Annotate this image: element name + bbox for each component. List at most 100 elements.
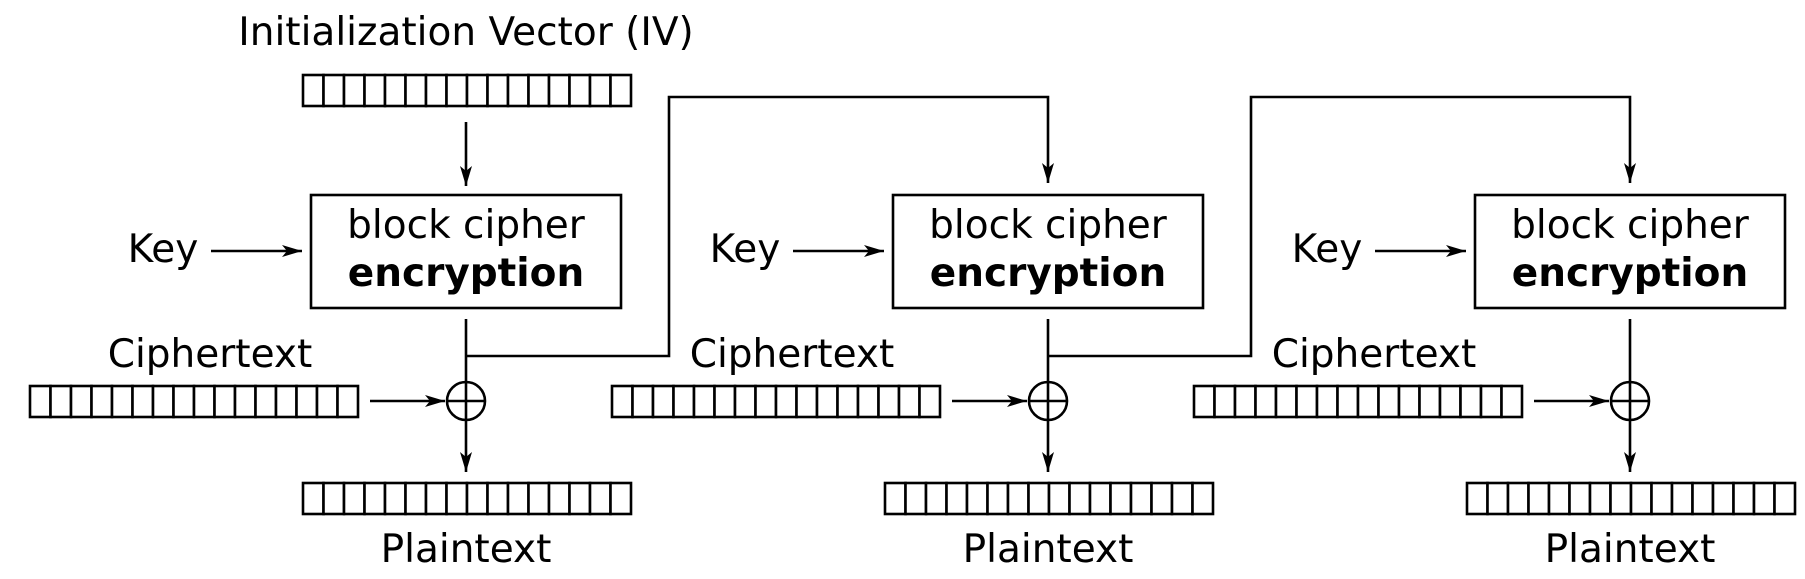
register-cell [1170,481,1194,516]
register-cell [1377,384,1401,419]
register-cell [1027,481,1051,516]
register-cell [28,384,52,419]
register-cell [1006,481,1030,516]
register-cell [1150,481,1174,516]
register-cell [1233,384,1257,419]
register-cell [1500,384,1524,419]
register-cell [1315,384,1339,419]
feedback-line-1 [466,95,1054,358]
cipher-box-line2: encryption [1512,251,1748,296]
register-cell [904,481,928,516]
key-label: Key [1292,227,1363,272]
register-cell [1129,481,1153,516]
register-cell [342,73,366,108]
plaintext-register [883,481,1215,516]
register-cell [486,73,510,108]
register-cell [1047,481,1071,516]
stage-1: Key block cipher encryption Ciphertext P… [28,193,633,572]
register-cell [1711,481,1735,516]
register-cell [315,384,339,419]
register-cell [445,73,469,108]
register-cell [172,384,196,419]
register-cell [322,481,346,516]
register-cell [774,384,798,419]
register-cell [336,384,360,419]
plaintext-register [1465,481,1797,516]
xor-icon [445,380,487,422]
ciphertext-label: Ciphertext [1272,332,1477,377]
register-cell [918,384,942,419]
register-cell [1397,384,1421,419]
register-cell [445,481,469,516]
cipher-box-line2: encryption [348,251,584,296]
register-cell [1547,481,1571,516]
register-cell [609,73,633,108]
register-cell [1438,384,1462,419]
register-cell [1486,481,1510,516]
register-cell [1068,481,1092,516]
register-cell [342,481,366,516]
register-cell [383,481,407,516]
register-cell [527,73,551,108]
register-cell [151,384,175,419]
register-cell [1274,384,1298,419]
register-cell [322,73,346,108]
register-cell [924,481,948,516]
register-cell [815,384,839,419]
register-cell [1732,481,1756,516]
register-cell [588,481,612,516]
register-cell [1568,481,1592,516]
plaintext-label: Plaintext [1545,527,1716,572]
register-cell [49,384,73,419]
iv-register-cells [301,73,633,108]
register-cell [897,384,921,419]
register-cell [568,73,592,108]
register-cell [1336,384,1360,419]
cipher-box [309,193,623,310]
register-cell [506,481,530,516]
register-cell [1752,481,1776,516]
register-cell [713,384,737,419]
register-cell [692,384,716,419]
register-cell [609,481,633,516]
register-cell [733,384,757,419]
register-cell [1629,481,1653,516]
register-cell [1088,481,1112,516]
key-label: Key [710,227,781,272]
ciphertext-register [610,384,942,419]
register-cell [877,384,901,419]
register-cell [568,481,592,516]
register-cell [1192,384,1216,419]
register-cell [1459,384,1483,419]
register-cell [383,73,407,108]
register-cell [1109,481,1133,516]
register-cell [404,73,428,108]
register-cell [965,481,989,516]
register-cell [424,73,448,108]
register-cell [1191,481,1215,516]
register-cell [527,481,551,516]
register-cell [465,73,489,108]
iv-register [301,73,633,108]
register-cell [1527,481,1551,516]
register-cell [651,384,675,419]
cipher-box-line1: block cipher [347,203,586,248]
register-cell [213,384,237,419]
xor-icon [1609,380,1651,422]
register-cell [945,481,969,516]
cipher-box-line1: block cipher [929,203,1168,248]
register-cell [254,384,278,419]
register-cell [754,384,778,419]
register-cell [547,73,571,108]
register-cell [424,481,448,516]
register-cell [1213,384,1237,419]
register-cell [363,481,387,516]
cipher-box-line1: block cipher [1511,203,1750,248]
register-cell [363,73,387,108]
xor-icon [1027,380,1069,422]
plaintext-label: Plaintext [963,527,1134,572]
register-cell [192,384,216,419]
iv-label: Initialization Vector (IV) [238,10,694,55]
plaintext-label: Plaintext [381,527,552,572]
